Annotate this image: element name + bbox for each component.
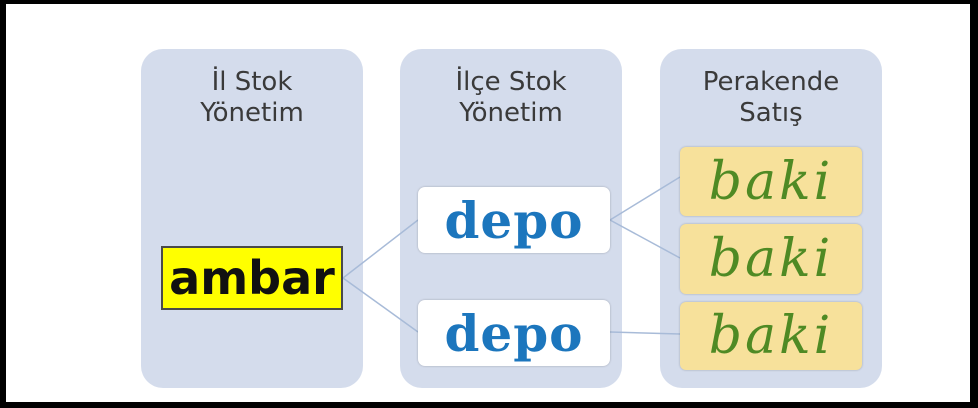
ambar-logo: ambar xyxy=(161,246,343,310)
connector-ambar-depo2 xyxy=(342,277,419,333)
connector-depo2-baki3 xyxy=(609,331,681,335)
column-title-line1: Perakende xyxy=(702,67,840,97)
diagram-frame: İl Stok Yönetim İlçe Stok Yönetim Perake… xyxy=(6,4,970,402)
column-title: İl Stok Yönetim xyxy=(141,67,363,129)
column-title: İlçe Stok Yönetim xyxy=(400,67,622,129)
connector-ambar-depo1 xyxy=(342,219,419,279)
column-title-line2: Satış xyxy=(739,98,803,128)
connector-depo1-baki2 xyxy=(609,219,681,259)
connector-lines xyxy=(342,176,681,335)
baki-logo: baki xyxy=(680,224,862,294)
column-title-line2: Yönetim xyxy=(459,98,563,128)
column-title-line1: İlçe Stok xyxy=(455,67,567,97)
baki-logo: baki xyxy=(680,302,862,370)
column-title-line1: İl Stok xyxy=(211,67,293,97)
connector-depo1-baki1 xyxy=(609,176,681,221)
column-il-stok: İl Stok Yönetim xyxy=(141,49,363,388)
column-title-line2: Yönetim xyxy=(200,98,304,128)
depo-logo: depo xyxy=(418,300,610,366)
depo-logo: depo xyxy=(418,187,610,253)
column-title: Perakende Satış xyxy=(660,67,882,129)
baki-logo: baki xyxy=(680,147,862,216)
